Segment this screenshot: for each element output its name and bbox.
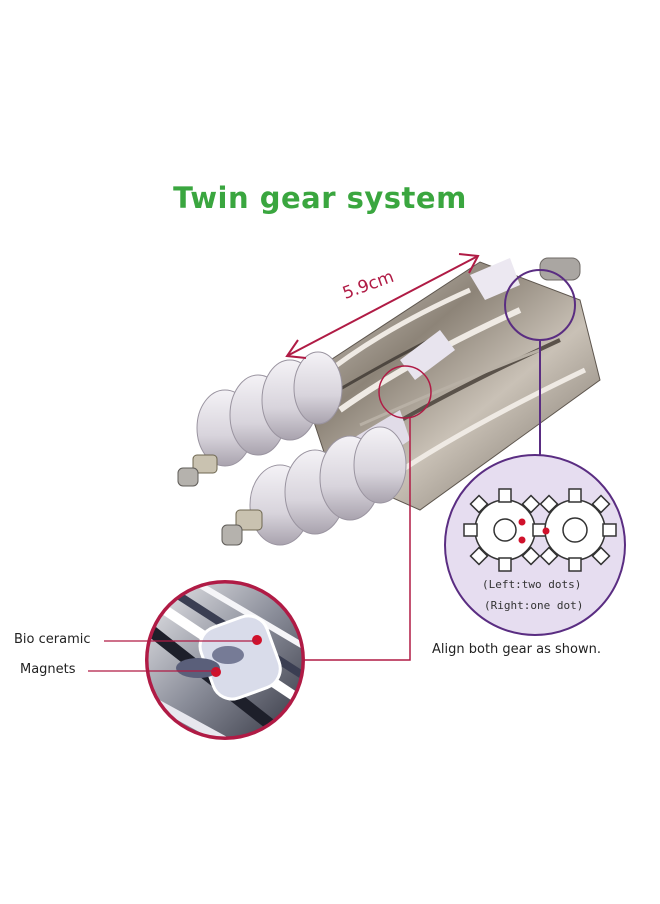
magnets-label: Magnets bbox=[20, 662, 76, 677]
left-gear-note: (Left:two dots) bbox=[482, 578, 582, 591]
gear-alignment-circle bbox=[444, 454, 626, 636]
white-gear-stack-upper bbox=[177, 351, 343, 487]
callout-lines bbox=[88, 640, 257, 672]
right-gear-dot bbox=[542, 527, 550, 535]
bio-ceramic-label: Bio ceramic bbox=[14, 632, 91, 647]
gear-alignment-leader bbox=[504, 269, 576, 455]
alignment-instruction: Align both gear as shown. bbox=[432, 642, 601, 657]
magnet-callout-leader bbox=[300, 365, 432, 661]
left-gear-icon bbox=[463, 488, 547, 572]
diagram-title: Twin gear system bbox=[173, 181, 467, 215]
dimension-arrow bbox=[285, 253, 480, 359]
right-gear-icon bbox=[539, 488, 617, 572]
left-gear-dot bbox=[518, 536, 526, 544]
magnified-cross-section bbox=[145, 580, 305, 740]
right-gear-note: (Right:one dot) bbox=[484, 599, 584, 612]
white-gear-stack-lower bbox=[221, 426, 407, 546]
left-gear-dot bbox=[518, 518, 526, 526]
